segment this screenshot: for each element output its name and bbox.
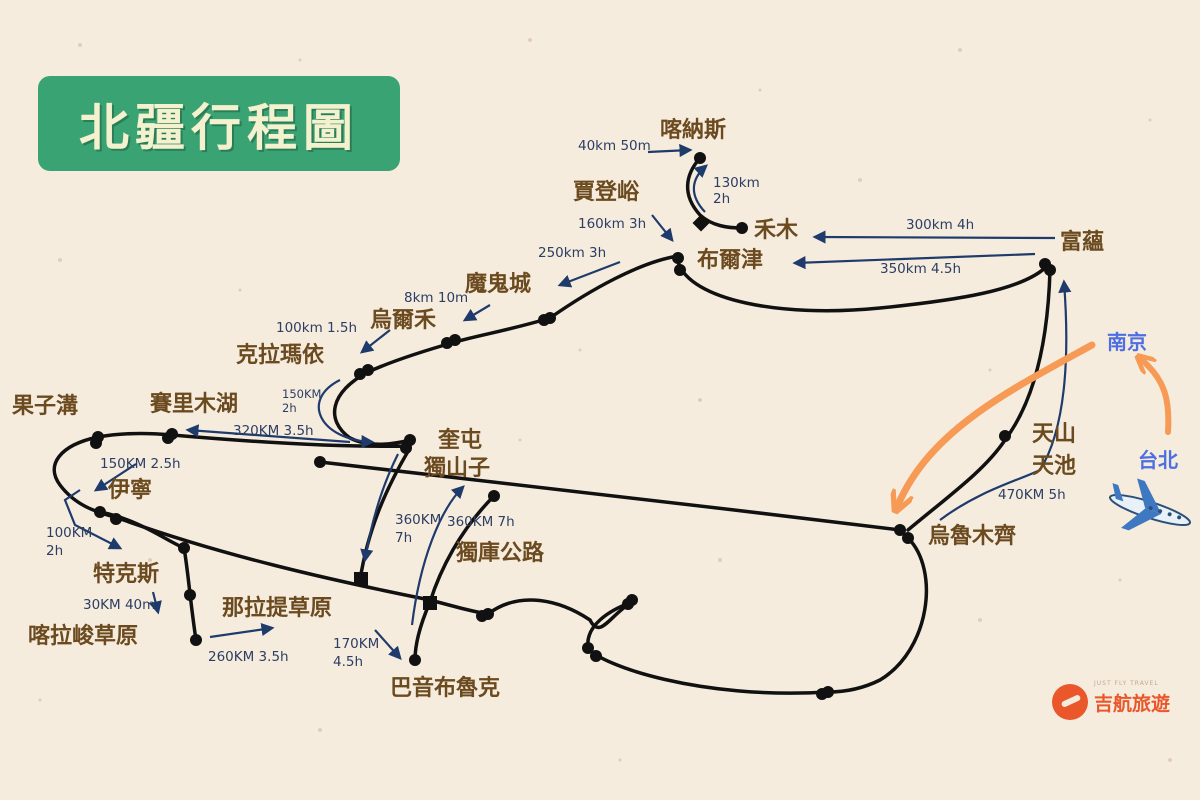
distance-label: 250km 3h xyxy=(538,245,607,261)
distance-label: 160km 3h xyxy=(578,216,647,232)
place-wuerhe: 烏爾禾 xyxy=(370,308,437,333)
place-kalajun: 喀拉峻草原 xyxy=(28,624,139,649)
distance-label: 7h xyxy=(395,530,413,546)
city-nanjing: 南京 xyxy=(1107,330,1147,354)
distance-label: 100KM xyxy=(46,525,93,541)
place-kuitun: 奎屯 xyxy=(438,428,483,453)
place-bayanbulak: 巴音布魯克 xyxy=(390,676,501,701)
place-yining: 伊寧 xyxy=(108,478,153,503)
place-burqin: 布爾津 xyxy=(697,248,764,273)
distance-label: 350km 4.5h xyxy=(880,261,962,277)
map-title-text: 北疆行程圖 xyxy=(79,98,359,157)
distance-label: 360KM xyxy=(395,512,442,528)
place-sayram: 賽里木湖 xyxy=(150,392,239,417)
city-taipei: 台北 xyxy=(1138,448,1178,472)
distance-label: 2h xyxy=(46,543,64,559)
distance-label: 150KM 2.5h xyxy=(100,456,181,472)
map-title: 北疆行程圖 xyxy=(38,76,400,171)
distance-label: 300km 4h xyxy=(906,217,975,233)
place-hemu: 禾木 xyxy=(754,218,799,243)
distance-label: 150KM xyxy=(282,387,322,401)
place-jiadengyu: 賈登峪 xyxy=(573,180,640,205)
place-nalati: 那拉提草原 xyxy=(222,596,333,621)
distance-label: 360KM 7h xyxy=(447,514,515,530)
distance-label: 30KM 40m xyxy=(83,597,156,613)
place-urumqi: 烏魯木齊 xyxy=(928,524,1017,549)
station-dots xyxy=(90,152,1056,700)
place-tianshan: 天山 xyxy=(1032,422,1077,447)
distance-label: 260KM 3.5h xyxy=(208,649,289,665)
distance-label: 170KM xyxy=(333,636,380,652)
brand-tagline: JUST FLY TRAVEL xyxy=(1094,680,1159,687)
flight-arrows xyxy=(898,341,1172,505)
logo-icon xyxy=(1052,684,1088,720)
distance-label: 320KM 3.5h xyxy=(233,423,314,439)
place-tianchi: 天池 xyxy=(1032,454,1077,479)
direction-arrows xyxy=(63,143,1072,660)
place-fuyun: 富蘊 xyxy=(1060,230,1105,255)
place-dushanzi: 獨山子 xyxy=(424,456,491,481)
distance-label: 100km 1.5h xyxy=(276,320,358,336)
place-duku: 獨庫公路 xyxy=(456,541,545,566)
place-guozigou: 果子溝 xyxy=(12,394,79,419)
distance-label: 8km 10m xyxy=(404,290,469,306)
distance-label: 40km 50m xyxy=(578,138,651,154)
distance-label: 470KM 5h xyxy=(998,487,1066,503)
distance-label: 2h xyxy=(713,191,731,207)
brand-logo: 吉航旅遊 xyxy=(1052,684,1170,720)
distance-label: 2h xyxy=(282,401,297,415)
background-speckles xyxy=(38,38,1172,762)
distance-label: 130km xyxy=(713,175,760,191)
distance-label: 4.5h xyxy=(333,654,364,670)
place-ghostcity: 魔鬼城 xyxy=(465,272,532,297)
place-tekes: 特克斯 xyxy=(93,562,160,587)
airplane-icon xyxy=(1108,478,1192,531)
place-karamay: 克拉瑪依 xyxy=(236,343,325,368)
brand-name: 吉航旅遊 xyxy=(1094,692,1171,715)
place-kanas: 喀納斯 xyxy=(660,118,727,143)
